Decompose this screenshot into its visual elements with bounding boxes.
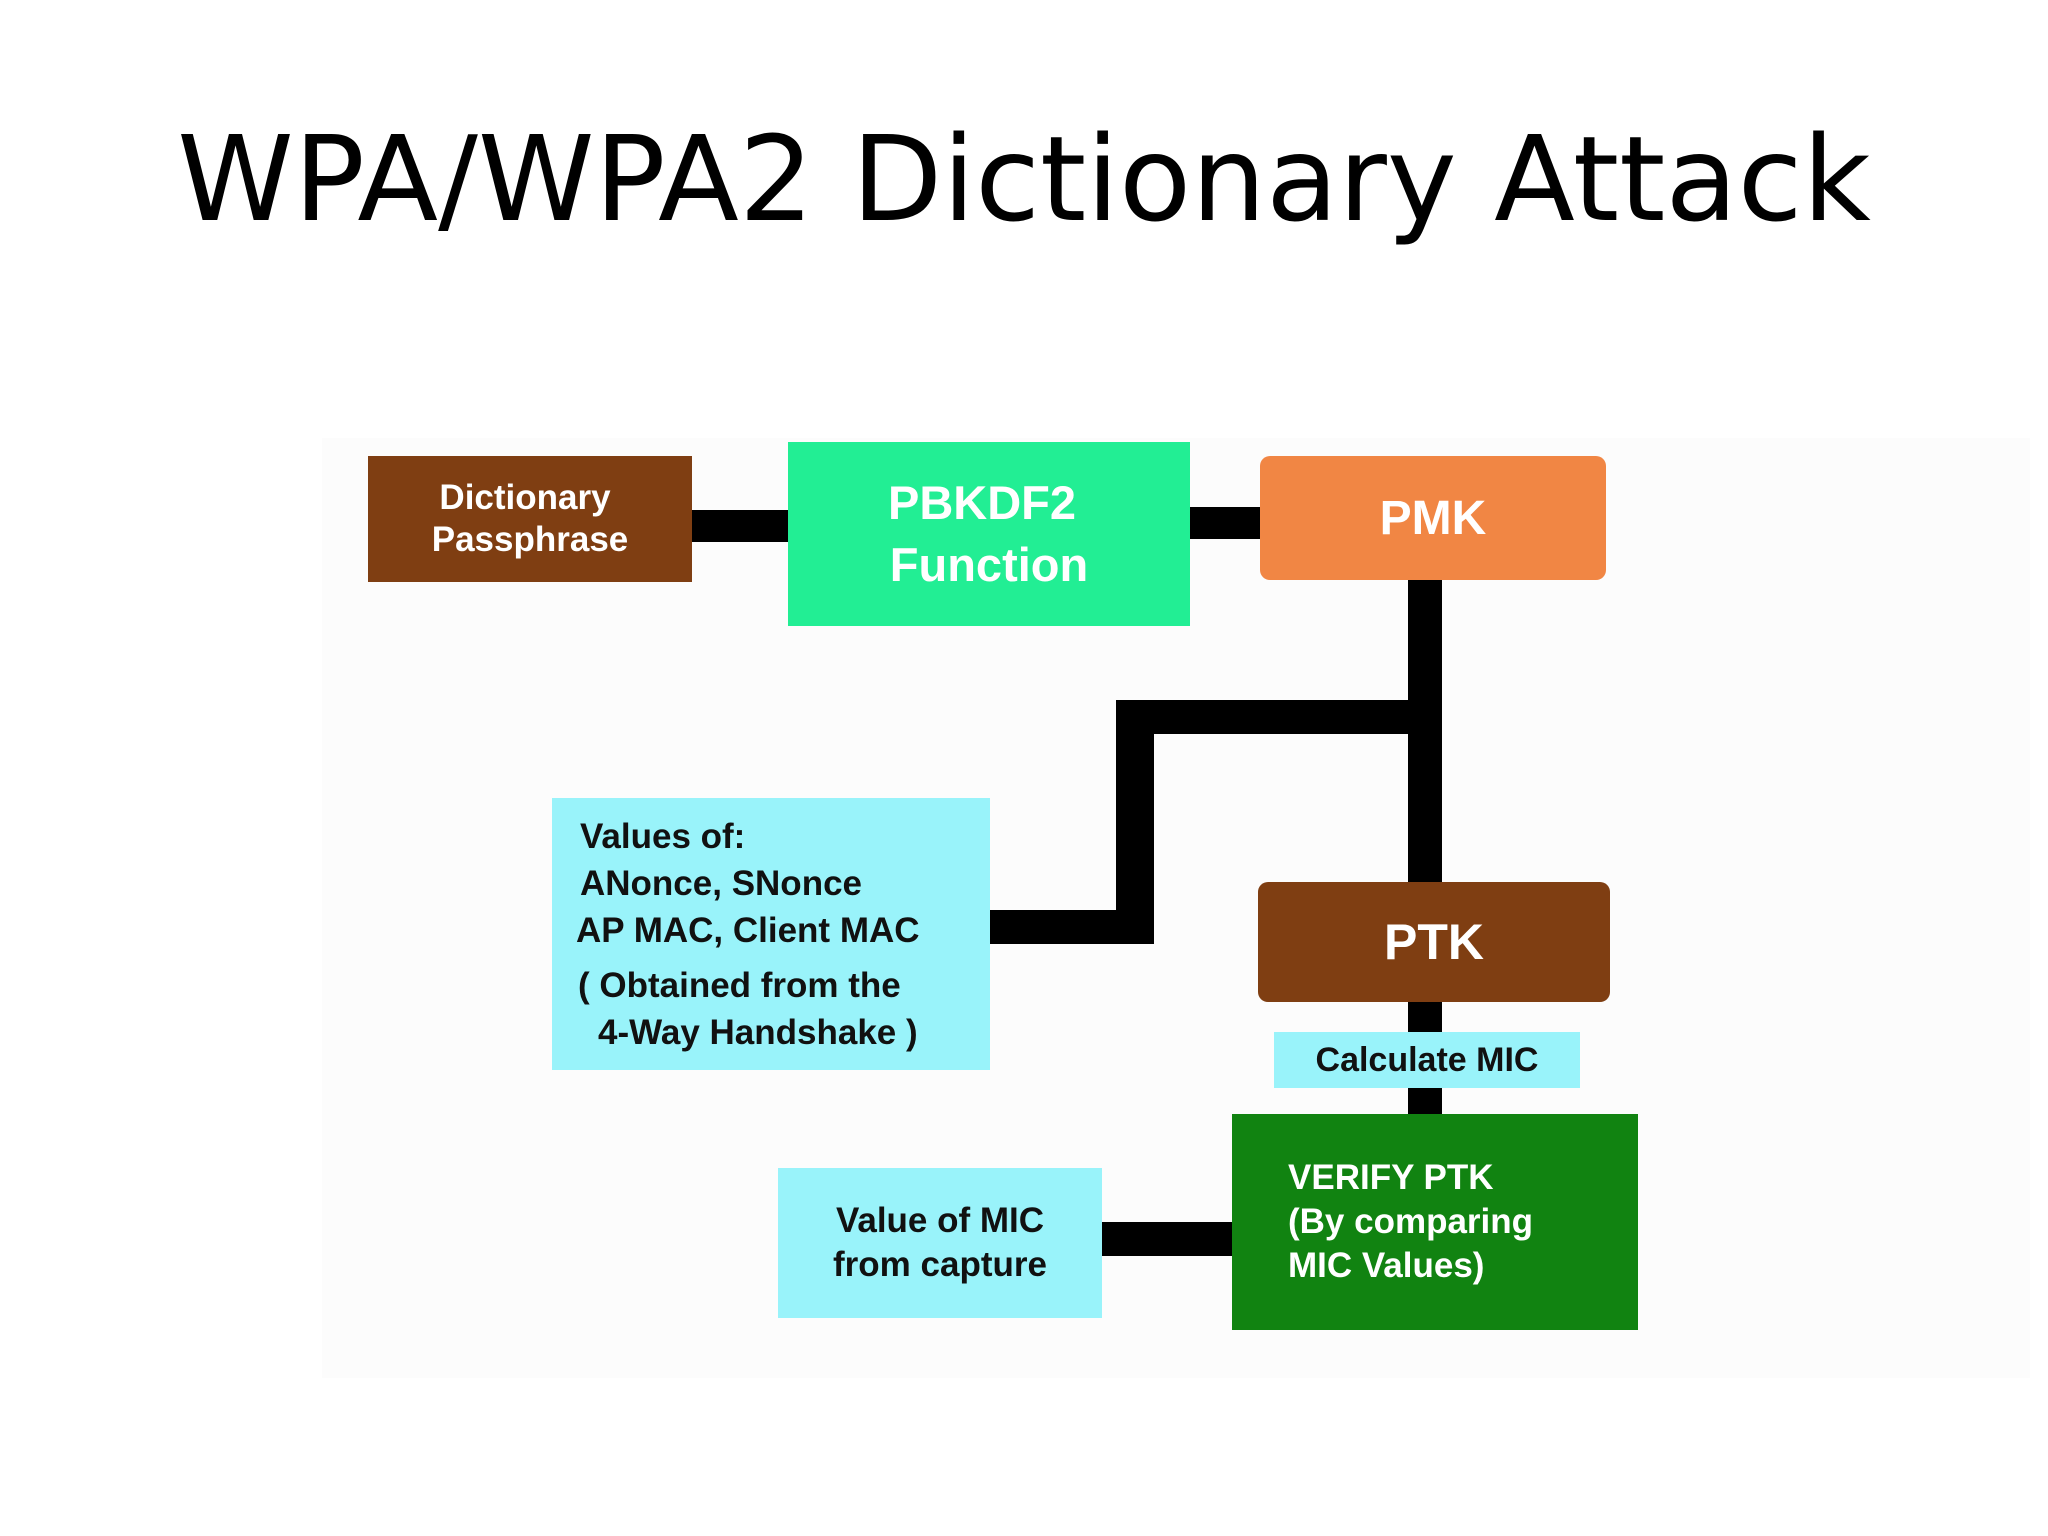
node-dictionary-passphrase: Dictionary Passphrase xyxy=(368,456,692,582)
node-values-line-3: AP MAC, Client MAC xyxy=(576,910,920,950)
node-values-line-2: ANonce, SNonce xyxy=(580,863,862,903)
node-pmk-label: PMK xyxy=(1379,491,1487,545)
node-mic-capture-line-2: from capture xyxy=(833,1245,1047,1284)
node-verify-ptk: VERIFY PTK (By comparing MIC Values) xyxy=(1232,1114,1638,1330)
connector-pbkdf2-pmk xyxy=(1188,507,1264,539)
node-mic-capture-line-1: Value of MIC xyxy=(835,1201,1045,1240)
slide-title: WPA/WPA2 Dictionary Attack xyxy=(177,110,1871,248)
node-pbkdf2-line-1: PBKDF2 xyxy=(887,476,1077,529)
connector-dictionary-pbkdf2 xyxy=(690,510,790,542)
node-calc-mic-label: Calculate MIC xyxy=(1315,1040,1539,1079)
node-handshake-values: Values of: ANonce, SNonce AP MAC, Client… xyxy=(552,798,990,1070)
node-ptk: PTK xyxy=(1258,882,1610,1002)
node-mic-from-capture: Value of MIC from capture xyxy=(778,1168,1102,1318)
node-ptk-label: PTK xyxy=(1384,914,1484,970)
node-pmk: PMK xyxy=(1260,456,1606,580)
node-verify-line-1: VERIFY PTK xyxy=(1288,1158,1494,1197)
node-values-line-5: 4-Way Handshake ) xyxy=(598,1012,918,1052)
node-values-line-4: ( Obtained from the xyxy=(578,965,901,1005)
node-values-line-1: Values of: xyxy=(580,816,746,856)
connector-values-branch xyxy=(988,910,1154,944)
connector-branch-horizontal xyxy=(1116,700,1442,734)
connector-branch-vertical xyxy=(1116,700,1154,944)
node-calculate-mic: Calculate MIC xyxy=(1274,1032,1580,1088)
connector-mic-verify xyxy=(1100,1222,1236,1256)
node-dictionary-line-1: Dictionary xyxy=(439,478,611,517)
node-pbkdf2-line-2: Function xyxy=(889,538,1089,591)
node-verify-line-2: (By comparing xyxy=(1288,1202,1534,1241)
node-verify-line-3: MIC Values) xyxy=(1288,1246,1485,1285)
node-pbkdf2-function: PBKDF2 Function xyxy=(788,442,1190,626)
node-dictionary-line-2: Passphrase xyxy=(431,520,629,559)
